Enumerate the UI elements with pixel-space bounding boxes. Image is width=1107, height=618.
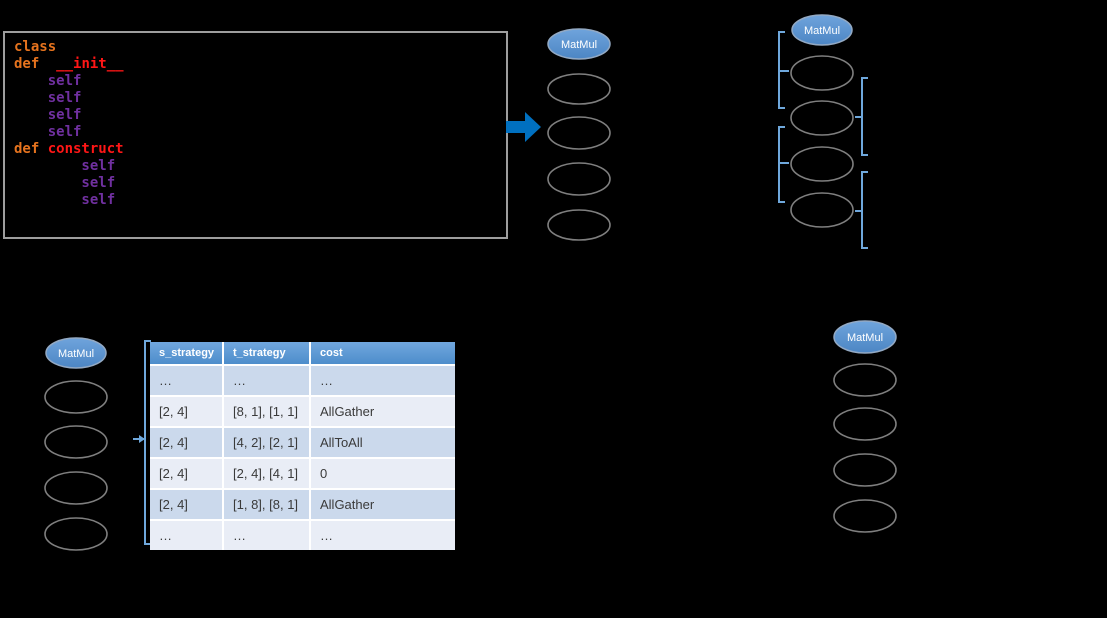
code-self: self — [14, 90, 82, 106]
strategy-ellipse — [44, 425, 108, 459]
op-graph-bottom-right: MatMul — [833, 320, 897, 533]
code-line: def __init__ — [14, 56, 506, 73]
strategy-ellipse — [833, 499, 897, 533]
strategy-ellipse — [833, 407, 897, 441]
code-func-name: __init__ — [56, 56, 124, 72]
strategy-ellipse — [547, 162, 611, 196]
table-row: [2, 4] [1, 8], [8, 1] AllGather — [150, 489, 455, 521]
table-cell: AllToAll — [310, 427, 455, 459]
code-line: self — [14, 90, 506, 107]
table-cell: [8, 1], [1, 1] — [223, 396, 311, 428]
code-keyword: def — [14, 141, 48, 157]
code-self: self — [14, 124, 82, 140]
group-bracket-left-1 — [778, 31, 789, 109]
op-graph-top-middle: MatMul — [547, 28, 611, 241]
code-self: self — [14, 107, 82, 123]
code-keyword: def — [14, 56, 57, 72]
table-cell: [4, 2], [2, 1] — [223, 427, 311, 459]
table-cell: … — [310, 520, 455, 550]
strategy-ellipse — [790, 146, 854, 182]
right-arrow-icon — [506, 112, 541, 142]
matmul-node — [45, 337, 107, 369]
table-cell: 0 — [310, 458, 455, 490]
code-self: self — [14, 73, 82, 89]
matmul-label: MatMul — [847, 332, 883, 344]
matmul-label: MatMul — [561, 39, 597, 51]
table-cell: AllGather — [310, 396, 455, 428]
strategy-ellipse — [44, 380, 108, 414]
code-self: self — [14, 175, 116, 191]
code-self: self — [14, 158, 116, 174]
code-line: self — [14, 175, 506, 192]
code-self: self — [14, 192, 116, 208]
group-bracket-left-2 — [778, 126, 789, 203]
bracket-line — [144, 340, 151, 545]
table-cell: … — [223, 520, 311, 550]
op-graph-bottom-left: MatMul — [44, 337, 108, 551]
table-cell: … — [223, 365, 311, 397]
code-line: self — [14, 124, 506, 141]
table-row: … … … — [150, 520, 455, 550]
strategy-ellipse — [790, 100, 854, 136]
code-line: def construct — [14, 141, 506, 158]
table-cell: [2, 4], [4, 1] — [223, 458, 311, 490]
column-header-t-strategy: t_strategy — [223, 342, 311, 366]
table-row: [2, 4] [2, 4], [4, 1] 0 — [150, 458, 455, 490]
table-cell: [2, 4] — [150, 458, 224, 490]
connector-arrowhead-icon — [139, 435, 145, 443]
table-cell: … — [150, 365, 224, 397]
op-graph-top-right: MatMul — [778, 14, 868, 249]
strategy-ellipse — [547, 73, 611, 105]
matmul-label: MatMul — [58, 348, 94, 360]
group-bracket-right-2 — [855, 171, 868, 249]
matmul-label: MatMul — [804, 25, 840, 37]
matmul-node — [791, 14, 853, 46]
strategy-ellipse — [833, 363, 897, 397]
matmul-node — [833, 320, 897, 354]
matmul-node — [547, 28, 611, 60]
table-bracket — [133, 340, 151, 545]
code-line: self — [14, 192, 506, 209]
strategy-cost-table: s_strategy t_strategy cost … … … [2, 4] … — [150, 342, 455, 550]
code-panel: class def __init__ self self self self d… — [3, 31, 508, 239]
right-arrow-shape — [506, 112, 541, 142]
strategy-ellipse — [833, 453, 897, 487]
column-header-cost: cost — [310, 342, 455, 366]
table-cell: [1, 8], [8, 1] — [223, 489, 311, 521]
table-row: [2, 4] [8, 1], [1, 1] AllGather — [150, 396, 455, 428]
table-row: [2, 4] [4, 2], [2, 1] AllToAll — [150, 427, 455, 459]
group-bracket-right-1 — [855, 77, 868, 156]
code-line: self — [14, 158, 506, 175]
code-line: class — [14, 39, 506, 56]
strategy-ellipse — [790, 55, 854, 91]
column-header-s-strategy: s_strategy — [150, 342, 224, 366]
code-line: self — [14, 107, 506, 124]
strategy-ellipse — [547, 116, 611, 150]
strategy-ellipse — [44, 471, 108, 505]
table-cell: … — [150, 520, 224, 550]
strategy-ellipse — [790, 192, 854, 228]
code-func-name: construct — [47, 141, 124, 157]
strategy-ellipse — [44, 517, 108, 551]
table-cell: AllGather — [310, 489, 455, 521]
code-keyword: class — [14, 39, 57, 55]
table-cell: [2, 4] — [150, 427, 224, 459]
table-row: … … … — [150, 365, 455, 397]
table-cell: … — [310, 365, 455, 397]
strategy-ellipse — [547, 209, 611, 241]
table-cell: [2, 4] — [150, 396, 224, 428]
table-cell: [2, 4] — [150, 489, 224, 521]
table-header-row: s_strategy t_strategy cost — [150, 342, 455, 366]
code-line: self — [14, 73, 506, 90]
